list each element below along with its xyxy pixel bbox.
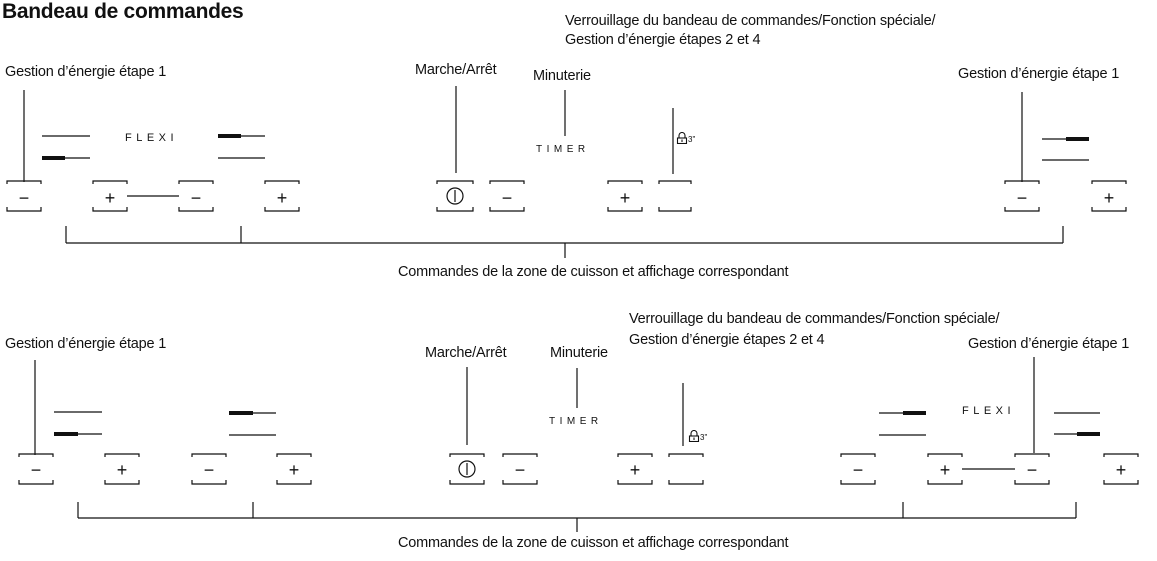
timer-minus-button-2[interactable]: −	[514, 460, 526, 480]
button-frames-panel2	[18, 453, 1139, 485]
zone2-minus-button[interactable]: −	[190, 188, 202, 208]
zone4-plus-button[interactable]: +	[116, 460, 128, 480]
label-lock-function-line2: Gestion d’énergie étapes 2 et 4	[565, 32, 761, 48]
lock-indicator: 3"	[676, 132, 695, 144]
label-power-management-left: Gestion d’énergie étape 1	[5, 64, 167, 80]
label-power-management-right-2: Gestion d’énergie étape 1	[968, 336, 1130, 352]
label-lock-function-2-line2: Gestion d’énergie étapes 2 et 4	[629, 332, 825, 348]
zone1-minus-button[interactable]: −	[18, 188, 30, 208]
lock-icon	[688, 430, 700, 442]
zone5-minus-button[interactable]: −	[203, 460, 215, 480]
label-on-off: Marche/Arrêt	[415, 62, 497, 78]
timer-plus-button[interactable]: +	[619, 188, 631, 208]
lock-suffix: 3"	[700, 433, 708, 442]
lock-icon	[676, 132, 688, 144]
label-lock-function-2: Verrouillage du bandeau de commandes/Fon…	[629, 311, 1000, 327]
flexi-display-2: FLEXI	[962, 405, 1016, 417]
label-timer-2: Minuterie	[550, 345, 608, 361]
zone2-plus-button[interactable]: +	[276, 188, 288, 208]
label-power-management-left-2: Gestion d’énergie étape 1	[5, 336, 167, 352]
cooking-zone-caption-2: Commandes de la zone de cuisson et affic…	[398, 535, 789, 551]
zone6-minus-button[interactable]: −	[852, 460, 864, 480]
zone4-minus-button[interactable]: −	[30, 460, 42, 480]
label-power-management-right: Gestion d’énergie étape 1	[958, 66, 1120, 82]
cooking-zone-caption: Commandes de la zone de cuisson et affic…	[398, 264, 789, 280]
zone3-plus-button[interactable]: +	[1103, 188, 1115, 208]
label-timer: Minuterie	[533, 68, 591, 84]
label-lock-function: Verrouillage du bandeau de commandes/Fon…	[565, 13, 936, 29]
zone3-minus-button[interactable]: −	[1016, 188, 1028, 208]
zone5-plus-button[interactable]: +	[288, 460, 300, 480]
lock-indicator-2: 3"	[688, 430, 707, 442]
lock-suffix: 3"	[688, 135, 696, 144]
page-title: Bandeau de commandes	[2, 0, 244, 23]
zone7-minus-button[interactable]: −	[1026, 460, 1038, 480]
zone6-plus-button[interactable]: +	[939, 460, 951, 480]
timer-display: TIMER	[536, 144, 590, 155]
flexi-display: FLEXI	[125, 132, 179, 144]
zone7-plus-button[interactable]: +	[1115, 460, 1127, 480]
label-on-off-2: Marche/Arrêt	[425, 345, 507, 361]
timer-display-2: TIMER	[549, 416, 603, 427]
zone1-plus-button[interactable]: +	[104, 188, 116, 208]
timer-minus-button[interactable]: −	[501, 188, 513, 208]
timer-plus-button-2[interactable]: +	[629, 460, 641, 480]
button-frames-panel1	[6, 180, 1127, 212]
